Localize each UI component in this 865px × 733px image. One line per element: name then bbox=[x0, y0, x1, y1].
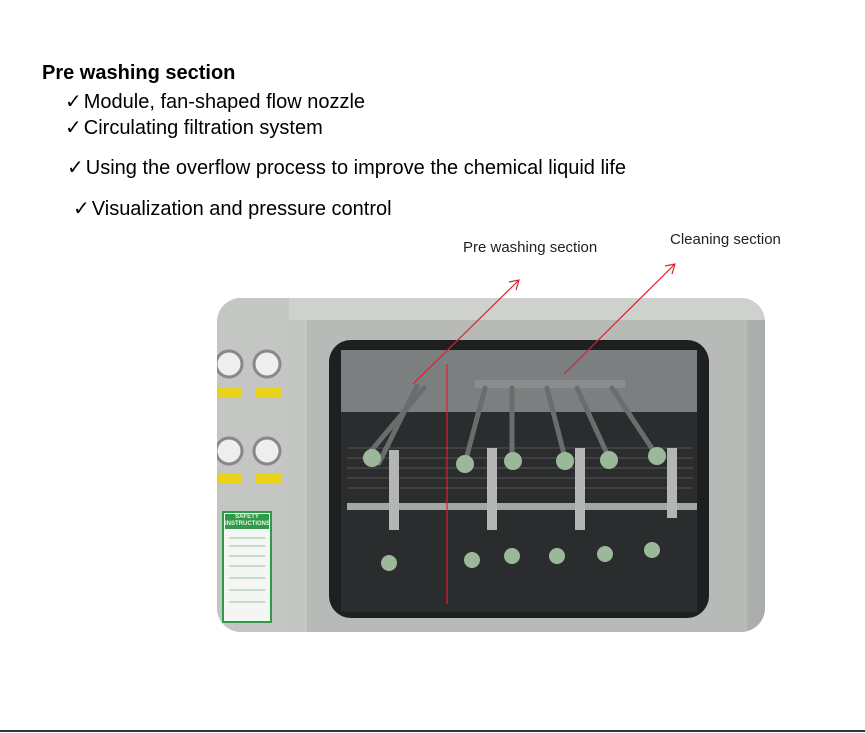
check-mark-icon: ✓ bbox=[65, 91, 82, 113]
bullet-item: ✓Visualization and pressure control bbox=[73, 196, 392, 221]
safety-instructions-text: SAFETY INSTRUCTIONS bbox=[225, 514, 269, 527]
cleaning-label: Cleaning section bbox=[670, 231, 781, 248]
nozzle-heads bbox=[363, 447, 666, 571]
check-mark-icon: ✓ bbox=[65, 117, 82, 139]
bottom-rule bbox=[0, 730, 865, 732]
bullet-item: ✓Using the overflow process to improve t… bbox=[67, 155, 626, 180]
bullet-text: Module, fan-shaped flow nozzle bbox=[83, 91, 366, 113]
check-mark-icon: ✓ bbox=[67, 157, 84, 179]
washing-machine-photo bbox=[217, 298, 765, 632]
bullet-item: ✓Circulating filtration system bbox=[65, 115, 323, 140]
pre-washing-label: Pre washing section bbox=[463, 239, 598, 256]
bullet-text: Using the overflow process to improve th… bbox=[85, 157, 627, 179]
bullet-item: ✓Module, fan-shaped flow nozzle bbox=[65, 89, 365, 114]
safety-instructions-label bbox=[222, 511, 272, 623]
section-heading: Pre washing section bbox=[42, 62, 236, 84]
pressure-gauge bbox=[217, 349, 282, 466]
bullet-text: Circulating filtration system bbox=[83, 117, 323, 139]
check-mark-icon: ✓ bbox=[73, 198, 90, 220]
bullet-text: Visualization and pressure control bbox=[91, 198, 392, 220]
